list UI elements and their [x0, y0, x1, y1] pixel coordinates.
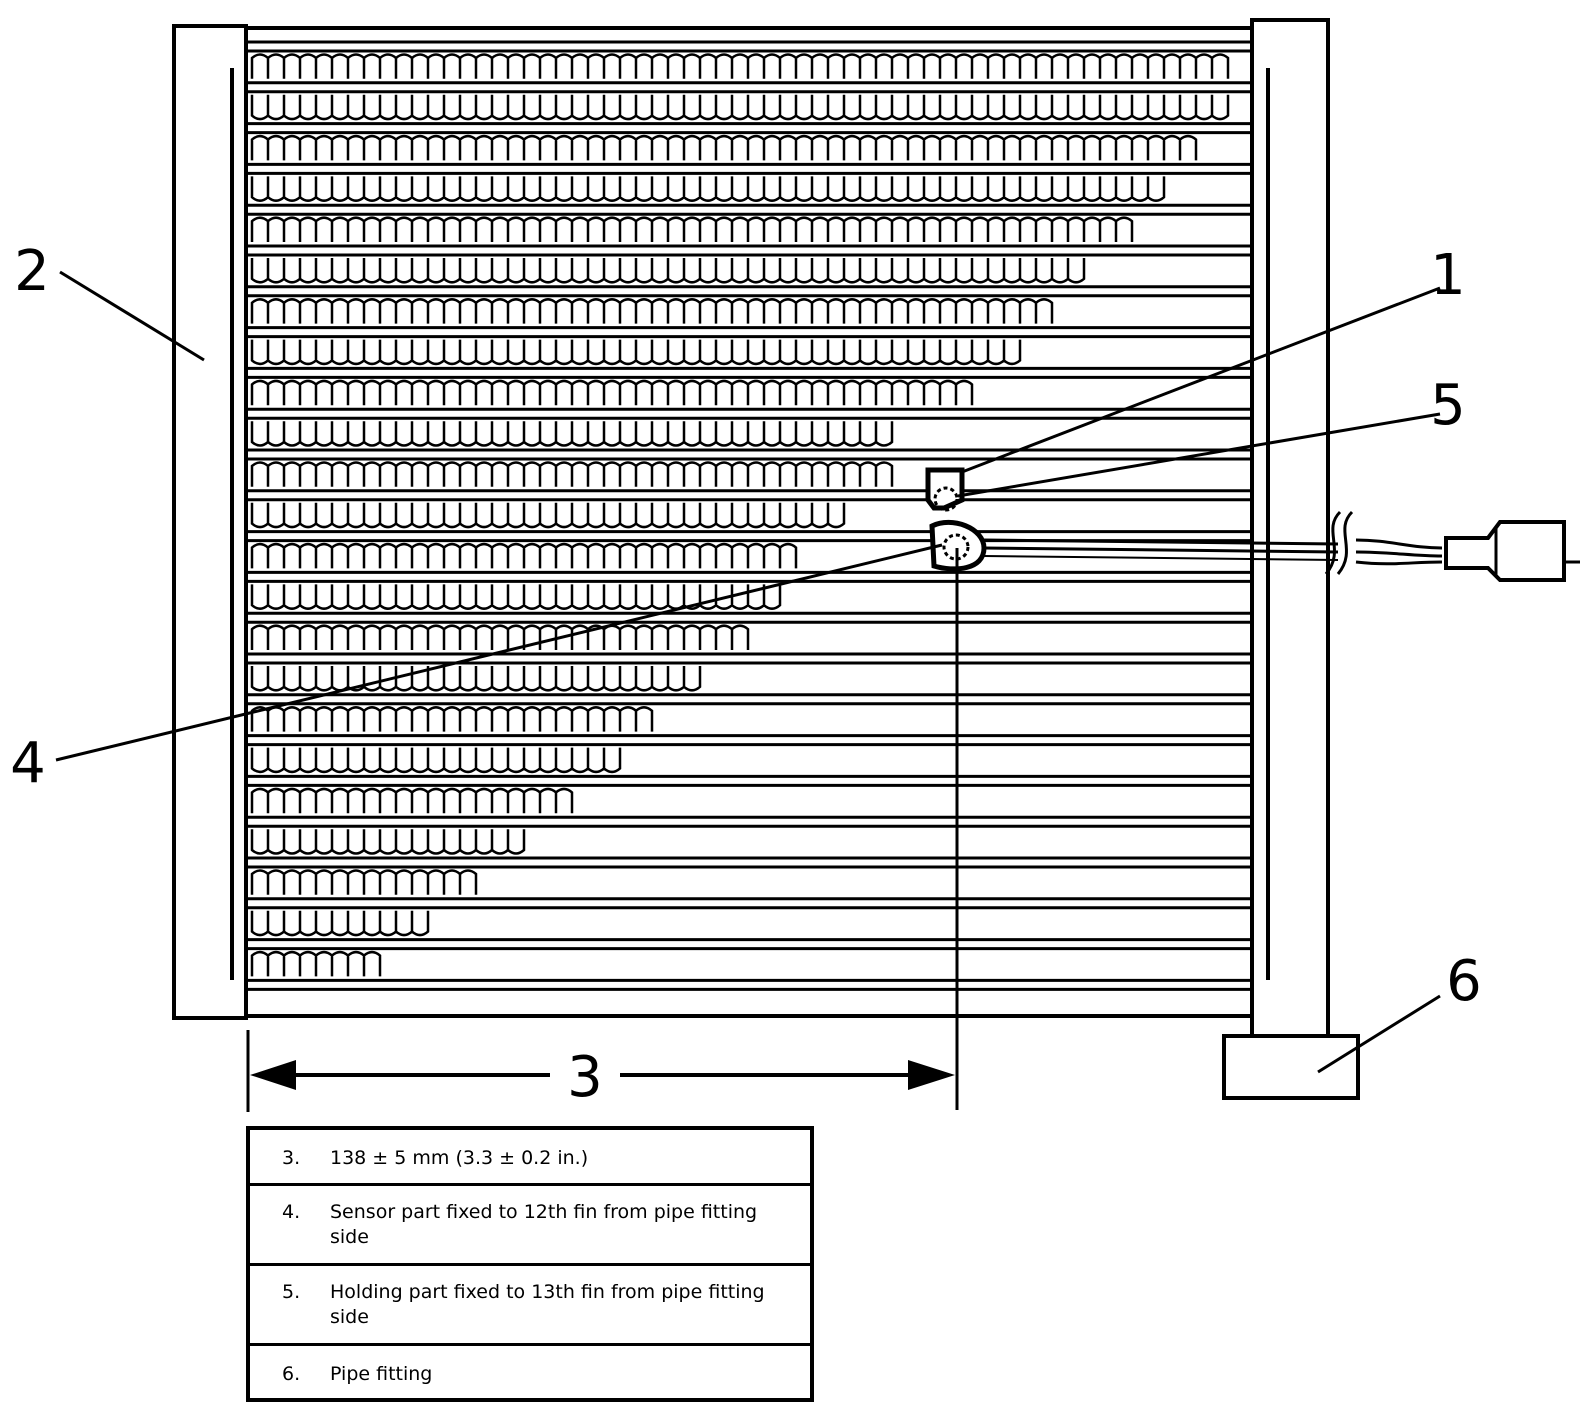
wire-break-mark [1336, 510, 1354, 575]
leader-line-2 [59, 270, 205, 362]
legend-text: Holding part fixed to 13th fin from pipe… [330, 1281, 765, 1328]
fin-row [250, 53, 1230, 79]
fin-row [250, 379, 974, 406]
fin-row [250, 502, 846, 529]
fin-row [250, 298, 1054, 324]
fin-row [250, 216, 1134, 242]
fin-row [250, 584, 782, 610]
holder-clip-circle [933, 486, 959, 512]
fin-row [250, 624, 750, 650]
fin-row [250, 134, 1198, 161]
wire-break-mark [1324, 510, 1342, 575]
callout-4: 4 [10, 731, 46, 796]
sensor-probe-circle [942, 533, 970, 561]
fin-row [250, 94, 1230, 121]
fin-row [250, 666, 702, 692]
pipe-fitting [1222, 1034, 1360, 1100]
legend-number: 6. [282, 1363, 301, 1385]
fin-row [250, 421, 894, 447]
leader-line-4 [55, 543, 943, 762]
sensor-wire [983, 546, 1339, 554]
callout-2: 2 [14, 239, 50, 304]
dimension-arrow-left [250, 1060, 296, 1090]
fin-row [250, 910, 430, 937]
sensor-wire [983, 538, 1339, 546]
fin-row [250, 829, 526, 855]
fin-row [250, 950, 382, 977]
fin-row [250, 747, 622, 774]
callout-5: 5 [1430, 373, 1466, 438]
fin-row [250, 339, 1022, 366]
leader-line-6 [1317, 994, 1441, 1074]
legend-row: 4. Sensor part fixed to 12th fin from pi… [250, 1186, 810, 1266]
sensor-wire [983, 555, 1339, 561]
legend-row: 5. Holding part fixed to 13th fin from p… [250, 1266, 810, 1346]
legend-table: 3. 138 ± 5 mm (3.3 ± 0.2 in.) 4. Sensor … [246, 1126, 814, 1402]
callout-3: 3 [567, 1045, 603, 1110]
core-tubes [246, 40, 1252, 991]
harness-connector [1444, 520, 1566, 582]
legend-number: 5. [282, 1281, 301, 1303]
left-tank [172, 24, 248, 1020]
legend-number: 3. [282, 1147, 301, 1169]
fin-row [250, 869, 478, 895]
legend-text: Sensor part fixed to 12th fin from pipe … [330, 1201, 758, 1248]
core-fins [250, 53, 1230, 977]
legend-row: 6. Pipe fitting [250, 1346, 810, 1402]
legend-text: 138 ± 5 mm (3.3 ± 0.2 in.) [330, 1147, 589, 1169]
fin-row [250, 706, 654, 732]
fin-row [250, 542, 798, 569]
fin-row [250, 787, 574, 814]
fin-row [250, 258, 1086, 284]
dimension-arrow-right [908, 1060, 955, 1090]
fin-row [250, 461, 894, 487]
right-tank [1250, 18, 1330, 1042]
callout-1: 1 [1430, 243, 1466, 308]
legend-row: 3. 138 ± 5 mm (3.3 ± 0.2 in.) [250, 1130, 810, 1186]
legend-number: 4. [282, 1201, 301, 1223]
leader-line-5 [957, 412, 1441, 498]
callout-6: 6 [1446, 949, 1482, 1014]
wire-to-connector [1355, 538, 1443, 566]
legend-text: Pipe fitting [330, 1363, 433, 1385]
fin-row [250, 176, 1166, 202]
leader-line-1 [961, 286, 1441, 474]
